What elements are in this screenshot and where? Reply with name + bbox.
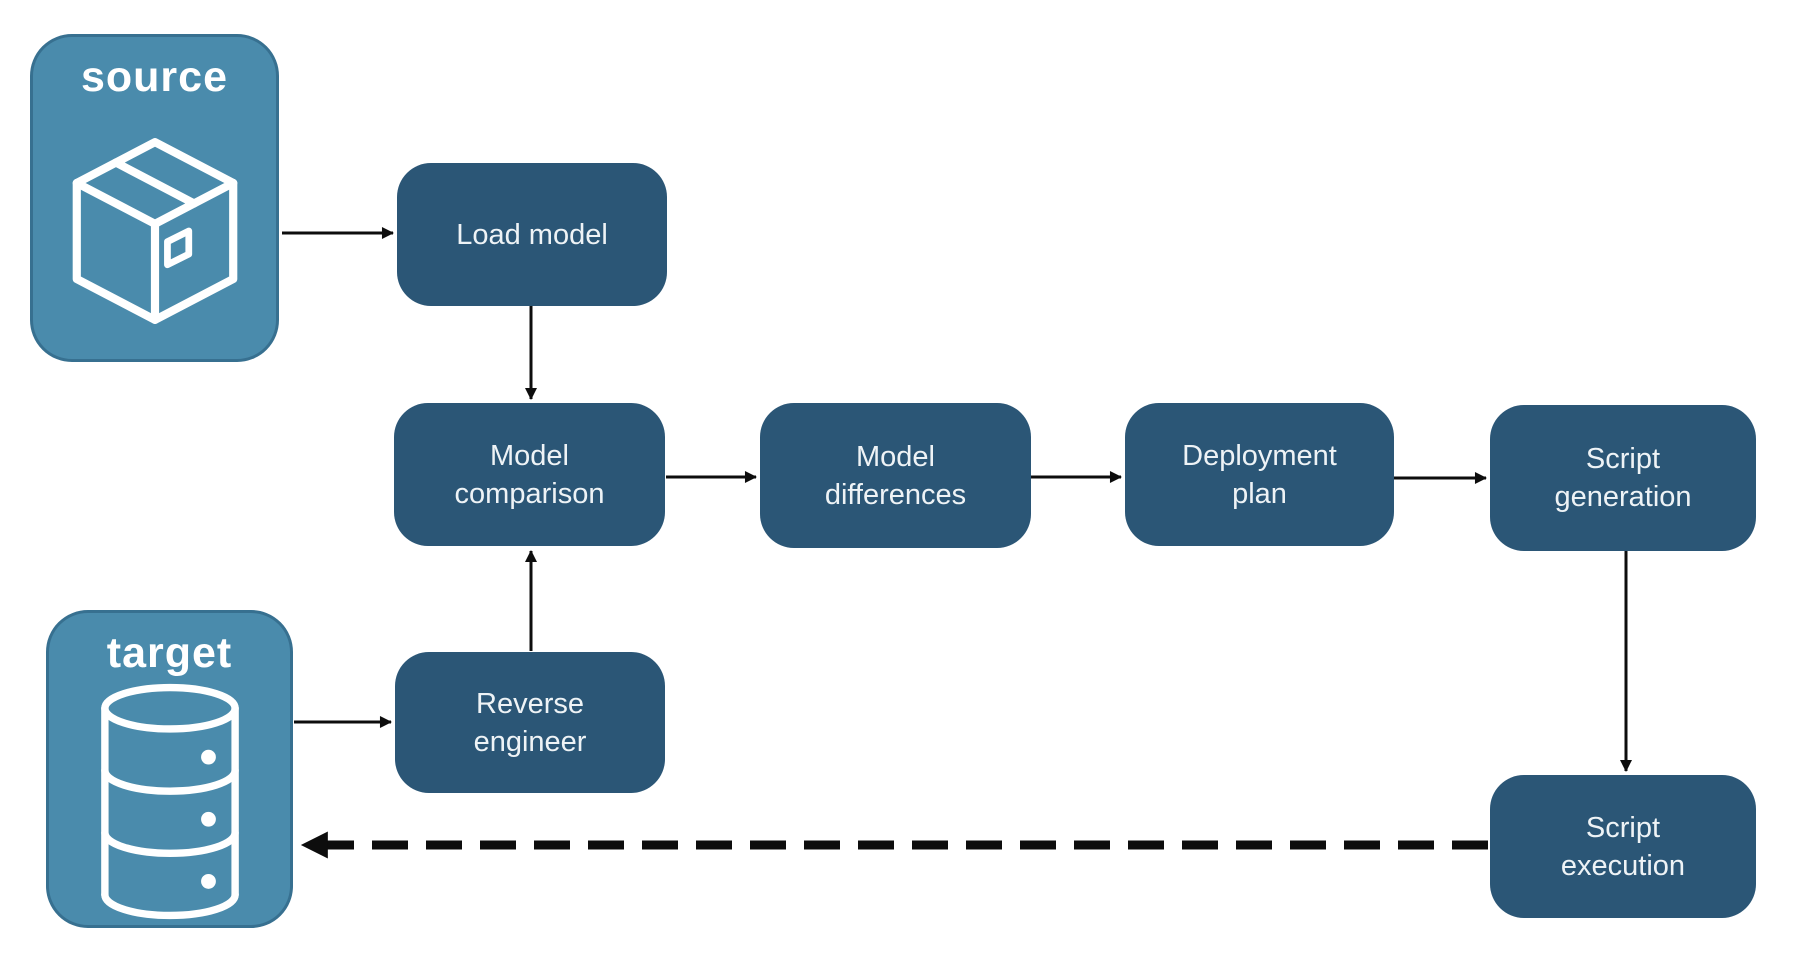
node-load-model: Load model <box>397 163 667 306</box>
node-load-model-label: Load model <box>456 218 608 251</box>
node-reverse-engineer-label: Reverse engineer <box>473 687 587 758</box>
node-script-generation: Script generation <box>1490 405 1756 551</box>
target-label: target <box>106 629 233 677</box>
node-model-differences: Model differences <box>760 403 1031 548</box>
node-reverse-engineer: Reverse engineer <box>395 652 665 793</box>
source-label: source <box>80 53 228 101</box>
node-model-comparison-label: Model comparison <box>454 439 605 510</box>
node-deployment-plan-label: Deployment plan <box>1182 439 1337 510</box>
package-icon <box>33 102 276 359</box>
node-model-differences-label: Model differences <box>824 440 967 511</box>
node-script-execution-label: Script execution <box>1560 811 1686 882</box>
node-script-generation-label: Script generation <box>1554 443 1692 513</box>
node-deployment-plan: Deployment plan <box>1125 403 1394 546</box>
node-model-comparison: Model comparison <box>394 403 665 546</box>
target-endpoint: target <box>46 610 293 928</box>
source-endpoint: source <box>30 34 279 362</box>
database-icon <box>49 678 290 925</box>
node-script-execution: Script execution <box>1490 775 1756 918</box>
